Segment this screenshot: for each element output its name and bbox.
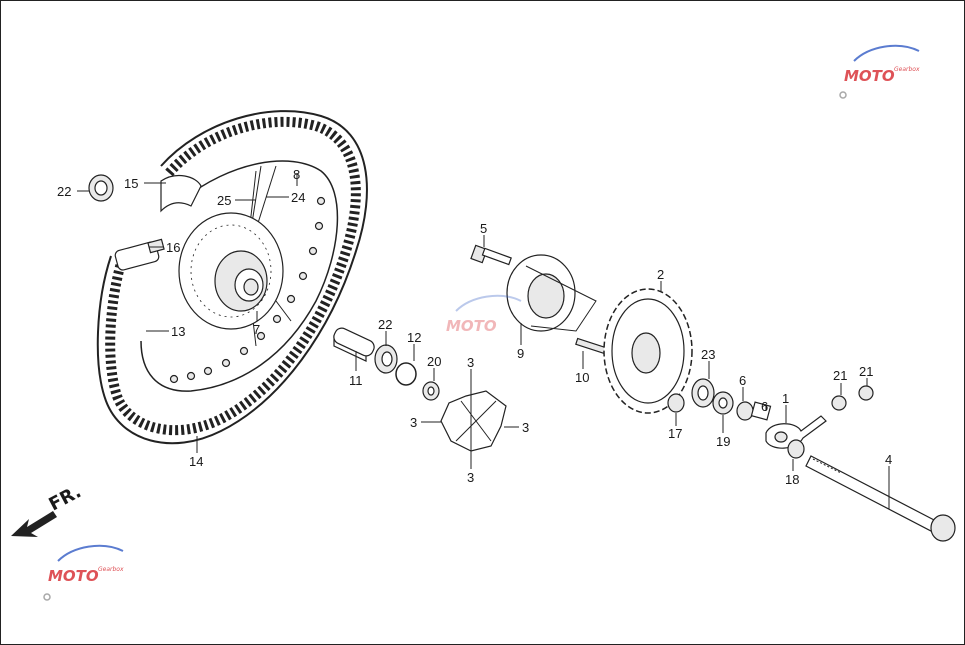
spacer-11 <box>333 327 375 362</box>
callout-3: 3 <box>522 420 529 435</box>
callout-22: 22 <box>378 317 392 332</box>
watermark-subtitle: Gearbox <box>894 66 920 73</box>
callout-4: 4 <box>885 452 892 467</box>
watermark-subtitle: Gearbox <box>98 566 124 573</box>
watermark-logo: MOTO <box>48 567 99 585</box>
bolt-5 <box>470 244 512 266</box>
nut-17 <box>667 393 685 413</box>
tire-tread <box>105 116 361 436</box>
callout-21: 21 <box>859 364 873 379</box>
callout-11: 11 <box>349 373 363 388</box>
watermark-bottom-left: MOTO Gearbox <box>43 544 124 601</box>
leader-lines <box>77 173 890 509</box>
chain-adjuster-1 <box>765 415 827 449</box>
rim-band <box>160 174 202 213</box>
callout-8: 8 <box>293 167 300 182</box>
o-ring-12 <box>395 362 417 386</box>
nut-21-right <box>858 385 874 401</box>
callout-19: 19 <box>716 434 730 449</box>
collar-20 <box>422 381 440 401</box>
rim <box>140 160 339 392</box>
callout-3: 3 <box>467 470 474 485</box>
watermark-logo: MOTO <box>446 317 497 335</box>
callout-21: 21 <box>833 368 847 383</box>
bearing-22-left <box>88 174 114 202</box>
callout-5: 5 <box>480 221 487 236</box>
callout-7: 7 <box>253 322 260 337</box>
bearing-23 <box>691 378 715 408</box>
callout-17: 17 <box>668 426 682 441</box>
callout-6: 6 <box>739 373 746 388</box>
nut-21-left <box>831 395 847 411</box>
callout-9: 9 <box>517 346 524 361</box>
callout-15: 15 <box>124 176 138 191</box>
callout-3: 3 <box>467 355 474 370</box>
callout-10: 10 <box>575 370 589 385</box>
callout-20: 20 <box>427 354 441 369</box>
gear-icon <box>43 593 51 601</box>
sprocket-2 <box>603 288 693 414</box>
bearing-22-center <box>374 344 398 374</box>
callout-16: 16 <box>166 240 180 255</box>
callout-6: 6 <box>761 399 768 414</box>
watermark-center: MOTO <box>446 294 522 335</box>
callout-13: 13 <box>171 324 185 339</box>
callout-24: 24 <box>291 190 305 205</box>
front-direction-indicator: FR. <box>11 481 85 537</box>
spoke-nipples <box>169 196 326 384</box>
callout-25: 25 <box>217 193 231 208</box>
callout-14: 14 <box>189 454 203 469</box>
nut-18 <box>787 439 805 459</box>
axle-4 <box>805 455 956 542</box>
callout-2: 2 <box>657 267 664 282</box>
seal-19 <box>712 391 734 415</box>
callout-1: 1 <box>782 391 789 406</box>
stud-10 <box>575 337 607 355</box>
callout-12: 12 <box>407 330 421 345</box>
sprocket-hub-9 <box>506 254 597 332</box>
watermark-top-right: MOTO Gearbox <box>839 44 920 99</box>
brake-disc <box>178 212 284 330</box>
gear-icon <box>839 91 847 99</box>
damper-rubbers-3 <box>440 390 507 452</box>
callout-23: 23 <box>701 347 715 362</box>
callout-3: 3 <box>410 415 417 430</box>
callout-18: 18 <box>785 472 799 487</box>
callout-labels: 22 15 25 24 8 16 13 7 14 11 22 12 20 5 9… <box>57 167 892 487</box>
callout-22: 22 <box>57 184 71 199</box>
valve-stem <box>114 238 165 271</box>
arrow-left-icon <box>11 511 57 537</box>
watermark-logo: MOTO <box>844 67 895 85</box>
front-label: FR. <box>45 481 84 515</box>
rear-wheel-assembly <box>96 110 368 445</box>
